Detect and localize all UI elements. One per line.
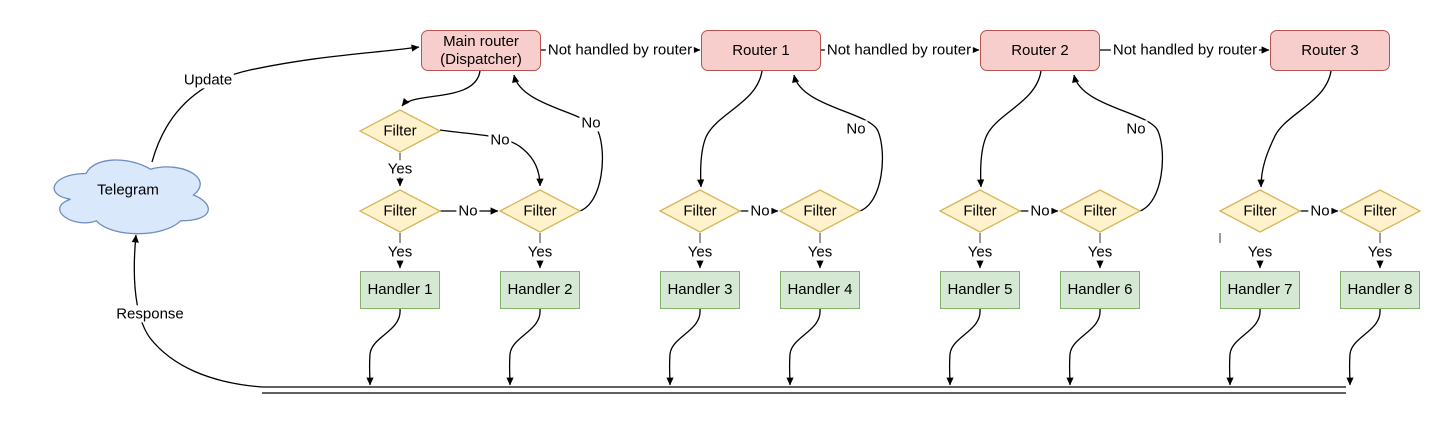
node-router-1: Router 1 <box>701 30 821 71</box>
filter-diamond-2 <box>498 189 582 233</box>
edge-router2-to-filter <box>977 70 1042 188</box>
handler-8-label: Handler 8 <box>1347 281 1413 298</box>
node-router-3: Router 3 <box>1270 30 1390 71</box>
not-handled-label-2: Not handled by router <box>824 41 974 59</box>
no-label-pair-4: No <box>1308 202 1332 220</box>
handler-6-label: Handler 6 <box>1067 281 1133 298</box>
filter-diamond-7 <box>1218 189 1302 233</box>
filter-label-1: Filter <box>383 202 417 220</box>
handler-4-label: Handler 4 <box>787 281 853 298</box>
edge-return-no-router2 <box>1072 74 1164 212</box>
yes-label-6: Yes <box>1085 243 1115 261</box>
router-3-label: Router 3 <box>1301 41 1359 59</box>
not-handled-label-3: Not handled by router <box>1110 41 1260 59</box>
node-handler-7: Handler 7 <box>1220 271 1300 309</box>
filter-diamond-6 <box>1058 189 1142 233</box>
response-edge-label: Response <box>114 305 186 323</box>
main-router-label-line2: (Dispatcher) <box>440 50 522 68</box>
filter-label-top: Filter <box>383 122 417 140</box>
yes-label-8: Yes <box>1365 243 1395 261</box>
node-handler-1: Handler 1 <box>360 271 440 309</box>
no-label-return-router2: No <box>1124 120 1148 138</box>
no-label-pair-1: No <box>456 202 480 220</box>
yes-label-7: Yes <box>1245 243 1275 261</box>
node-handler-5: Handler 5 <box>940 271 1020 309</box>
edge-return-no-dispatcher <box>512 74 604 212</box>
filter-label-2: Filter <box>523 202 557 220</box>
node-main-router: Main router (Dispatcher) <box>421 30 541 71</box>
edge-response <box>131 234 263 388</box>
edge-handler7-to-bus <box>1226 308 1261 386</box>
node-handler-2: Handler 2 <box>500 271 580 309</box>
edge-router1-to-filter <box>697 70 763 188</box>
edge-handler4-to-bus <box>786 308 821 386</box>
edge-dispatcher-to-filter <box>401 70 481 107</box>
main-router-label-line1: Main router <box>443 32 519 50</box>
yes-label-1: Yes <box>385 243 415 261</box>
edge-handler3-to-bus <box>666 308 701 386</box>
router-1-label: Router 1 <box>732 41 790 59</box>
filter-label-4: Filter <box>803 202 837 220</box>
filter-label-7: Filter <box>1243 202 1277 220</box>
yes-label-3: Yes <box>685 243 715 261</box>
yes-label-top: Yes <box>385 160 415 178</box>
edge-router3-to-filter <box>1257 70 1332 188</box>
handler-2-label: Handler 2 <box>507 281 573 298</box>
edge-return-no-router1 <box>792 74 884 212</box>
filter-diamond-4 <box>778 189 862 233</box>
node-handler-3: Handler 3 <box>660 271 740 309</box>
edge-handler5-to-bus <box>946 308 981 386</box>
edge-handler2-to-bus <box>506 308 541 386</box>
node-router-2: Router 2 <box>980 30 1100 71</box>
filter-label-6: Filter <box>1083 202 1117 220</box>
handler-5-label: Handler 5 <box>947 281 1013 298</box>
no-label-curve-dispatcher: No <box>488 131 512 149</box>
filter-diamond-3 <box>658 189 742 233</box>
filter-label-8: Filter <box>1363 202 1397 220</box>
handler-3-label: Handler 3 <box>667 281 733 298</box>
not-handled-label-1: Not handled by router <box>545 41 695 59</box>
no-label-pair-2: No <box>748 202 772 220</box>
telegram-cloud-label: Telegram <box>97 181 159 199</box>
edge-handler8-to-bus <box>1346 308 1381 386</box>
node-handler-8: Handler 8 <box>1340 271 1420 309</box>
filter-diamond-top <box>358 109 442 153</box>
edge-handler6-to-bus <box>1066 308 1101 386</box>
router-2-label: Router 2 <box>1011 41 1069 59</box>
edge-filter-no-curve <box>439 129 544 187</box>
filter-label-5: Filter <box>963 202 997 220</box>
node-handler-4: Handler 4 <box>780 271 860 309</box>
update-edge-label: Update <box>181 71 235 89</box>
no-label-return-router1: No <box>844 120 868 138</box>
telegram-cloud-shape <box>53 159 209 235</box>
filter-diamond-8 <box>1338 189 1422 233</box>
node-handler-6: Handler 6 <box>1060 271 1140 309</box>
edge-handler1-to-bus <box>366 308 401 386</box>
yes-label-5: Yes <box>965 243 995 261</box>
filter-diamond-1 <box>358 189 442 233</box>
filter-diamond-5 <box>938 189 1022 233</box>
yes-label-2: Yes <box>525 243 555 261</box>
edge-update <box>151 44 420 163</box>
handler-7-label: Handler 7 <box>1227 281 1293 298</box>
no-label-pair-3: No <box>1028 202 1052 220</box>
handler-1-label: Handler 1 <box>367 281 433 298</box>
filter-label-3: Filter <box>683 202 717 220</box>
yes-label-4: Yes <box>805 243 835 261</box>
no-label-return-dispatcher: No <box>579 114 603 132</box>
